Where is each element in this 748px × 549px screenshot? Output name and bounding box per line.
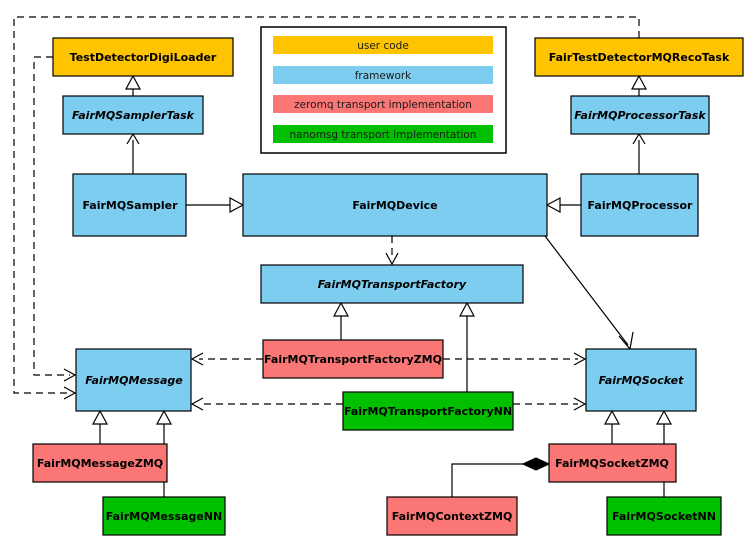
generalization-arrow-socket-nn bbox=[655, 409, 673, 425]
node-box[interactable] bbox=[548, 443, 677, 483]
node-box[interactable] bbox=[262, 339, 444, 379]
node-fairmqsamplertask[interactable]: FairMQSamplerTask bbox=[62, 95, 204, 135]
node-label-fairmqsampler: FairMQSampler bbox=[82, 199, 178, 212]
legend-swatch-nanomsg bbox=[273, 125, 493, 143]
node-label-testdetectordigiloader: TestDetectorDigiLoader bbox=[70, 51, 217, 64]
node-fairmqmessagezmq[interactable]: FairMQMessageZMQ bbox=[32, 443, 168, 483]
node-label-fairmqprocessor: FairMQProcessor bbox=[588, 199, 693, 212]
legend-swatch-zeromq bbox=[273, 95, 493, 113]
generalization-arrow-digiloader bbox=[124, 74, 142, 90]
edge-recotask-to-message bbox=[13, 16, 640, 394]
node-label-fairmqtransportfactory: FairMQTransportFactory bbox=[318, 278, 467, 291]
generalization-arrow-device-left bbox=[229, 196, 245, 214]
generalization-arrow-recotask bbox=[630, 74, 648, 90]
dependency-arrow-transportfactory bbox=[385, 252, 399, 266]
node-label-fairtestdetectormqrecotask: FairTestDetectorMQRecoTask bbox=[549, 51, 730, 64]
node-box[interactable] bbox=[386, 496, 518, 536]
node-box[interactable] bbox=[342, 391, 514, 431]
generalization-arrow-socket-zmq bbox=[603, 409, 621, 425]
edge-socketzmq-to-contextzmq bbox=[451, 463, 535, 497]
generalization-arrow-factory-zmq bbox=[332, 301, 350, 317]
legend-label-framework: framework bbox=[355, 70, 412, 82]
node-layer: TestDetectorDigiLoader FairTestDetectorM… bbox=[32, 37, 744, 536]
legend-swatch-user-code bbox=[273, 36, 493, 54]
dependency-arrow-message-right-lower bbox=[190, 397, 204, 411]
node-box[interactable] bbox=[72, 173, 187, 237]
node-box[interactable] bbox=[62, 95, 204, 135]
association-arrow-socket-top bbox=[618, 331, 634, 351]
node-testdetectordigiloader[interactable]: TestDetectorDigiLoader bbox=[52, 37, 234, 77]
legend-label-zeromq: zeromq transport implementation bbox=[294, 99, 472, 111]
node-box[interactable] bbox=[570, 95, 710, 135]
node-label-fairmqsocketnn: FairMQSocketNN bbox=[612, 510, 716, 523]
node-box[interactable] bbox=[585, 348, 697, 412]
node-label-fairmqmessagenn: FairMQMessageNN bbox=[106, 510, 222, 523]
node-box[interactable] bbox=[260, 264, 524, 304]
node-label-fairmqsocket: FairMQSocket bbox=[599, 374, 685, 387]
legend-item-framework: framework bbox=[273, 66, 493, 84]
composition-diamond-socketzmq bbox=[521, 457, 551, 471]
node-label-fairmqsocketzmq: FairMQSocketZMQ bbox=[555, 457, 669, 470]
node-box[interactable] bbox=[242, 173, 548, 237]
node-box[interactable] bbox=[606, 496, 722, 536]
node-fairmqprocessor[interactable]: FairMQProcessor bbox=[580, 173, 699, 237]
node-box[interactable] bbox=[52, 37, 234, 77]
generalization-arrow-message-nn bbox=[155, 409, 173, 425]
legend: user code framework zeromq transport imp… bbox=[260, 26, 507, 154]
node-label-fairmqmessage: FairMQMessage bbox=[85, 374, 183, 387]
node-fairmqtransportfactory[interactable]: FairMQTransportFactory bbox=[260, 264, 524, 304]
dependency-arrow-socket-lower bbox=[573, 397, 587, 411]
node-label-fairmqtransportfactoryzmq: FairMQTransportFactoryZMQ bbox=[264, 353, 442, 366]
dependency-arrow-message-right-upper bbox=[190, 352, 204, 366]
node-box[interactable] bbox=[102, 496, 226, 536]
node-fairmqtransportfactorynn[interactable]: FairMQTransportFactoryNN bbox=[342, 391, 514, 431]
node-fairmqmessage[interactable]: FairMQMessage bbox=[75, 348, 192, 412]
dependency-arrow-message-left-upper bbox=[63, 368, 77, 382]
node-box[interactable] bbox=[32, 443, 168, 483]
node-fairmqmessagenn[interactable]: FairMQMessageNN bbox=[102, 496, 226, 536]
node-fairmqtransportfactoryzmq[interactable]: FairMQTransportFactoryZMQ bbox=[262, 339, 444, 379]
node-box[interactable] bbox=[534, 37, 744, 77]
node-label-fairmqprocessortask: FairMQProcessorTask bbox=[574, 109, 706, 122]
legend-item-zeromq: zeromq transport implementation bbox=[273, 95, 493, 113]
dependency-arrow-message-left-lower bbox=[63, 386, 77, 400]
edge-digiloader-to-message bbox=[33, 56, 70, 376]
node-fairmqcontextzmq[interactable]: FairMQContextZMQ bbox=[386, 496, 518, 536]
legend-item-user-code: user code bbox=[273, 36, 493, 54]
node-box[interactable] bbox=[75, 348, 192, 412]
node-label-fairmqsamplertask: FairMQSamplerTask bbox=[72, 109, 195, 122]
node-fairmqsocket[interactable]: FairMQSocket bbox=[585, 348, 697, 412]
dependency-arrow-socket-upper bbox=[573, 352, 587, 366]
node-label-fairmqtransportfactorynn: FairMQTransportFactoryNN bbox=[344, 405, 512, 418]
legend-label-nanomsg: nanomsg transport implementation bbox=[290, 129, 477, 141]
generalization-arrow-message-zmq bbox=[91, 409, 109, 425]
node-label-fairmqcontextzmq: FairMQContextZMQ bbox=[392, 510, 513, 523]
node-fairtestdetectormqrecotask[interactable]: FairTestDetectorMQRecoTask bbox=[534, 37, 744, 77]
node-fairmqsampler[interactable]: FairMQSampler bbox=[72, 173, 187, 237]
node-label-fairmqdevice: FairMQDevice bbox=[352, 199, 437, 212]
node-label-fairmqmessagezmq: FairMQMessageZMQ bbox=[37, 457, 163, 470]
legend-label-user-code: user code bbox=[357, 40, 409, 52]
legend-swatch-framework bbox=[273, 66, 493, 84]
node-box[interactable] bbox=[580, 173, 699, 237]
node-fairmqprocessortask[interactable]: FairMQProcessorTask bbox=[570, 95, 710, 135]
node-fairmqdevice[interactable]: FairMQDevice bbox=[242, 173, 548, 237]
node-fairmqsocketnn[interactable]: FairMQSocketNN bbox=[606, 496, 722, 536]
generalization-arrow-device-right bbox=[545, 196, 561, 214]
legend-item-nanomsg: nanomsg transport implementation bbox=[273, 125, 493, 143]
generalization-arrow-factory-nn bbox=[458, 301, 476, 317]
node-fairmqsocketzmq[interactable]: FairMQSocketZMQ bbox=[548, 443, 677, 483]
edge-device-to-socket bbox=[544, 235, 629, 346]
